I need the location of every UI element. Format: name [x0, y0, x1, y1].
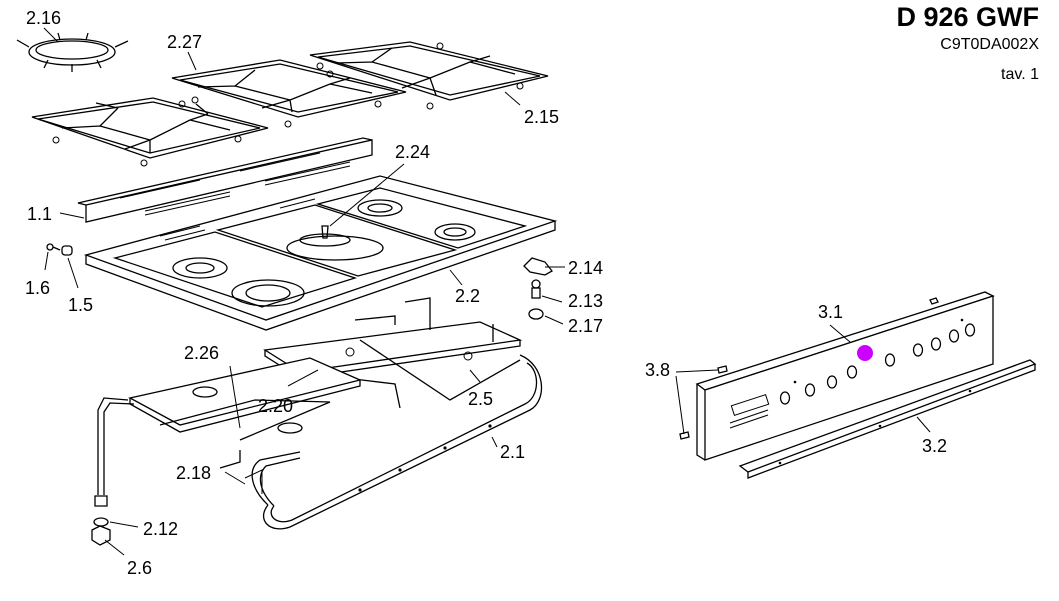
part-pan-support-middle [171, 59, 407, 128]
label-3-1: 3.1 [818, 302, 843, 322]
label-1-6: 1.6 [25, 278, 50, 298]
plate-number: tav. 1 [1001, 66, 1039, 83]
highlight-marker [857, 345, 873, 361]
part-fittings-2-13-2-14-2-17 [523, 257, 553, 320]
label-2-5: 2.5 [468, 389, 493, 409]
part-washer-2-12 [93, 517, 109, 527]
label-2-14: 2.14 [568, 258, 603, 278]
part-hob-top [83, 175, 558, 331]
part-clip-3-8 [679, 365, 728, 440]
label-3-8: 3.8 [645, 360, 670, 380]
label-2-2: 2.2 [455, 286, 480, 306]
part-panel-strip [738, 359, 1037, 479]
label-2-15: 2.15 [524, 107, 559, 127]
part-labels: 2.16 2.27 2.15 2.24 1.1 1.6 1.5 2.14 2.1… [25, 8, 947, 578]
part-back-strip [77, 137, 373, 223]
part-bushing-1-5 [61, 245, 73, 256]
leader-lines [43, 27, 931, 556]
part-pan-support-right [309, 41, 549, 110]
label-2-27: 2.27 [167, 32, 202, 52]
label-2-1: 2.1 [500, 442, 525, 462]
part-pan-support-left [31, 97, 269, 167]
part-screw-1-6 [46, 243, 61, 251]
label-2-18: 2.18 [176, 463, 211, 483]
label-2-17: 2.17 [568, 316, 603, 336]
label-1-5: 1.5 [68, 295, 93, 315]
label-3-2: 3.2 [922, 436, 947, 456]
label-1-1: 1.1 [27, 204, 52, 224]
part-control-panel [695, 291, 995, 461]
title-block: D 926 GWF C9T0DA002X tav. 1 [896, 0, 1039, 85]
part-gas-pipe [97, 354, 543, 530]
label-2-20: 2.20 [258, 396, 293, 416]
part-wok-ring [16, 32, 129, 72]
label-2-16: 2.16 [26, 8, 61, 28]
label-2-24: 2.24 [395, 142, 430, 162]
label-2-6: 2.6 [127, 558, 152, 578]
model-title: D 926 GWF [896, 2, 1039, 32]
label-2-26: 2.26 [184, 343, 219, 363]
part-burner-tray [128, 357, 363, 469]
label-2-12: 2.12 [143, 519, 178, 539]
part-screw-2-24 [321, 225, 329, 239]
model-code: C9T0DA002X [940, 36, 1039, 53]
label-2-13: 2.13 [568, 291, 603, 311]
